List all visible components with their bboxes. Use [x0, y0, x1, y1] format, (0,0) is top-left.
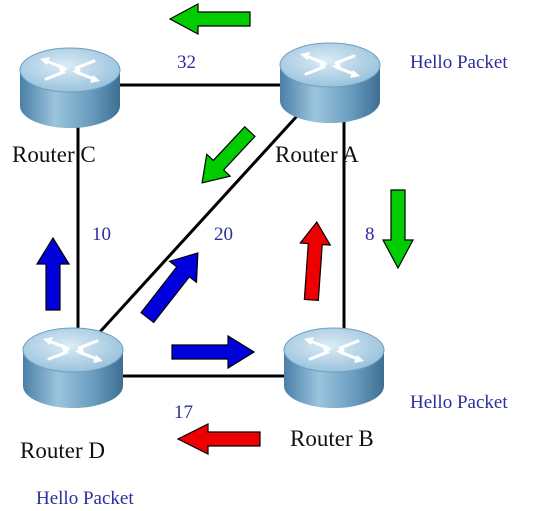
router-d-label: Router D — [20, 438, 105, 463]
hello-arrow-d-to-b — [171, 334, 256, 370]
hello-arrow-a-to-b — [381, 189, 415, 270]
hello-label-b: Hello Packet — [410, 392, 508, 413]
router-b-label: Router B — [290, 426, 374, 451]
hello-arrow-d-to-c — [35, 236, 71, 311]
hello-label-a: Hello Packet — [410, 52, 508, 73]
cost-c-a: 32 — [177, 52, 196, 73]
cost-a-b: 8 — [365, 224, 375, 245]
link-a-d — [86, 91, 320, 347]
hello-arrow-d-to-a — [140, 252, 199, 324]
router-d[interactable] — [21, 326, 125, 410]
cost-c-d: 10 — [92, 224, 111, 245]
router-a[interactable] — [278, 41, 382, 125]
hello-arrow-b-to-d — [176, 423, 261, 455]
hello-arrow-a-to-d — [201, 125, 256, 184]
router-a-label: Router A — [275, 142, 359, 167]
router-c[interactable] — [18, 46, 122, 130]
cost-a-d: 20 — [214, 224, 233, 245]
cost-d-b: 17 — [174, 402, 193, 423]
hello-arrow-b-to-a — [299, 221, 332, 302]
router-b[interactable] — [282, 326, 386, 410]
hello-arrow-a-to-c — [168, 2, 251, 36]
hello-label-d: Hello Packet — [36, 488, 134, 509]
router-c-label: Router C — [12, 142, 96, 167]
